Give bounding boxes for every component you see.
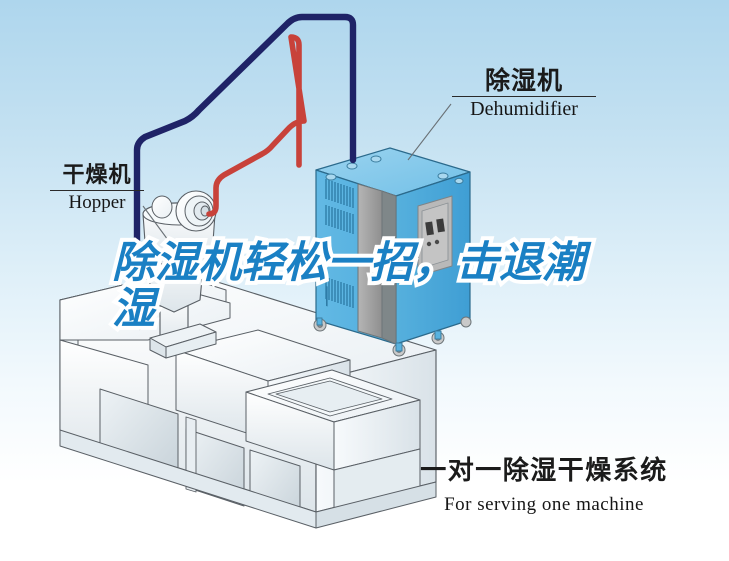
blower-housing bbox=[175, 190, 217, 232]
system-caption: 一对一除湿干燥系统 For serving one machine bbox=[404, 456, 684, 516]
hopper-dryer-assembly bbox=[133, 190, 217, 359]
label-dehumidifier: 除湿机 Dehumidifier bbox=[452, 68, 596, 119]
supply-air-hose bbox=[206, 34, 307, 217]
label-hopper-en: Hopper bbox=[68, 192, 126, 213]
return-air-hose bbox=[133, 13, 357, 251]
caption-cn: 一对一除湿干燥系统 bbox=[420, 456, 668, 486]
dehumidifier-unit bbox=[313, 147, 472, 357]
injection-molding-machine bbox=[59, 270, 437, 529]
hopper-leader-line bbox=[142, 205, 169, 241]
caption-en: For serving one machine bbox=[444, 493, 644, 515]
control-panel[interactable] bbox=[417, 195, 453, 277]
louver-slats bbox=[325, 179, 354, 308]
label-dehumidifier-rule bbox=[452, 96, 596, 97]
label-dehumidifier-en: Dehumidifier bbox=[470, 98, 578, 120]
label-hopper-rule bbox=[50, 190, 144, 191]
label-dehumidifier-cn: 除湿机 bbox=[484, 66, 563, 95]
label-hopper: 干燥机 Hopper bbox=[50, 165, 144, 212]
label-hopper-cn: 干燥机 bbox=[62, 163, 132, 188]
dehumidifier-leader-line bbox=[407, 103, 452, 161]
